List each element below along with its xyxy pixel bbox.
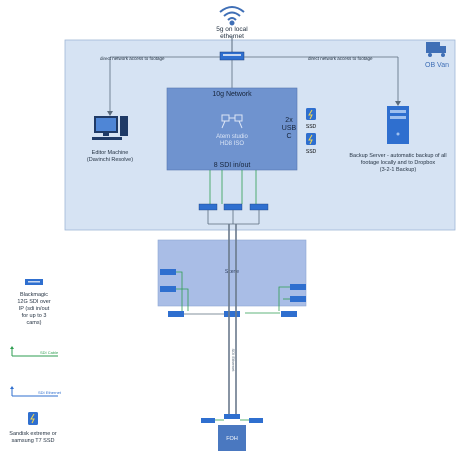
legend-sdi-cable — [10, 346, 58, 357]
truck-icon — [426, 42, 446, 57]
sdi-converter-icon — [198, 203, 269, 211]
network-box — [166, 87, 298, 171]
ob-van-label: OB Van — [425, 62, 449, 69]
atem-switcher-icon — [221, 114, 243, 129]
foh-converter-icon — [201, 414, 263, 423]
sdi-converter-icon — [168, 311, 297, 317]
wifi-icon — [219, 6, 245, 26]
link-right-label: direct network access to footage — [308, 56, 373, 61]
legend-sdi-ethernet — [10, 386, 58, 397]
legend-sdi-cable-label: SDI Cable — [40, 350, 59, 355]
legend-converter-icon — [25, 279, 43, 285]
camera-converter-icon — [160, 269, 306, 302]
ssd-label-1: SSD — [306, 124, 317, 130]
scene-label: Scene — [225, 269, 239, 275]
link-left-label: direct network access to footage — [100, 56, 165, 61]
editor-label: Editor Machine(Davinchi Resolve) — [87, 150, 133, 163]
foh-box — [218, 425, 246, 451]
ssd-icon — [306, 108, 316, 120]
sdi-inout-label: 8 SDI in/out — [214, 162, 251, 169]
computer-icon — [92, 116, 128, 140]
cable-label: SDI Ethernet — [231, 349, 236, 373]
ssd-icon — [28, 412, 38, 425]
scene-area — [157, 239, 307, 307]
ssd-label-2: SSD — [306, 149, 317, 155]
network-label: 10g Network — [212, 91, 252, 98]
foh-label: FOH — [226, 436, 238, 442]
ssd-icon — [306, 133, 316, 145]
server-icon — [387, 106, 409, 144]
legend-sdi-ethernet-label: SDI Ethernet — [38, 390, 62, 395]
